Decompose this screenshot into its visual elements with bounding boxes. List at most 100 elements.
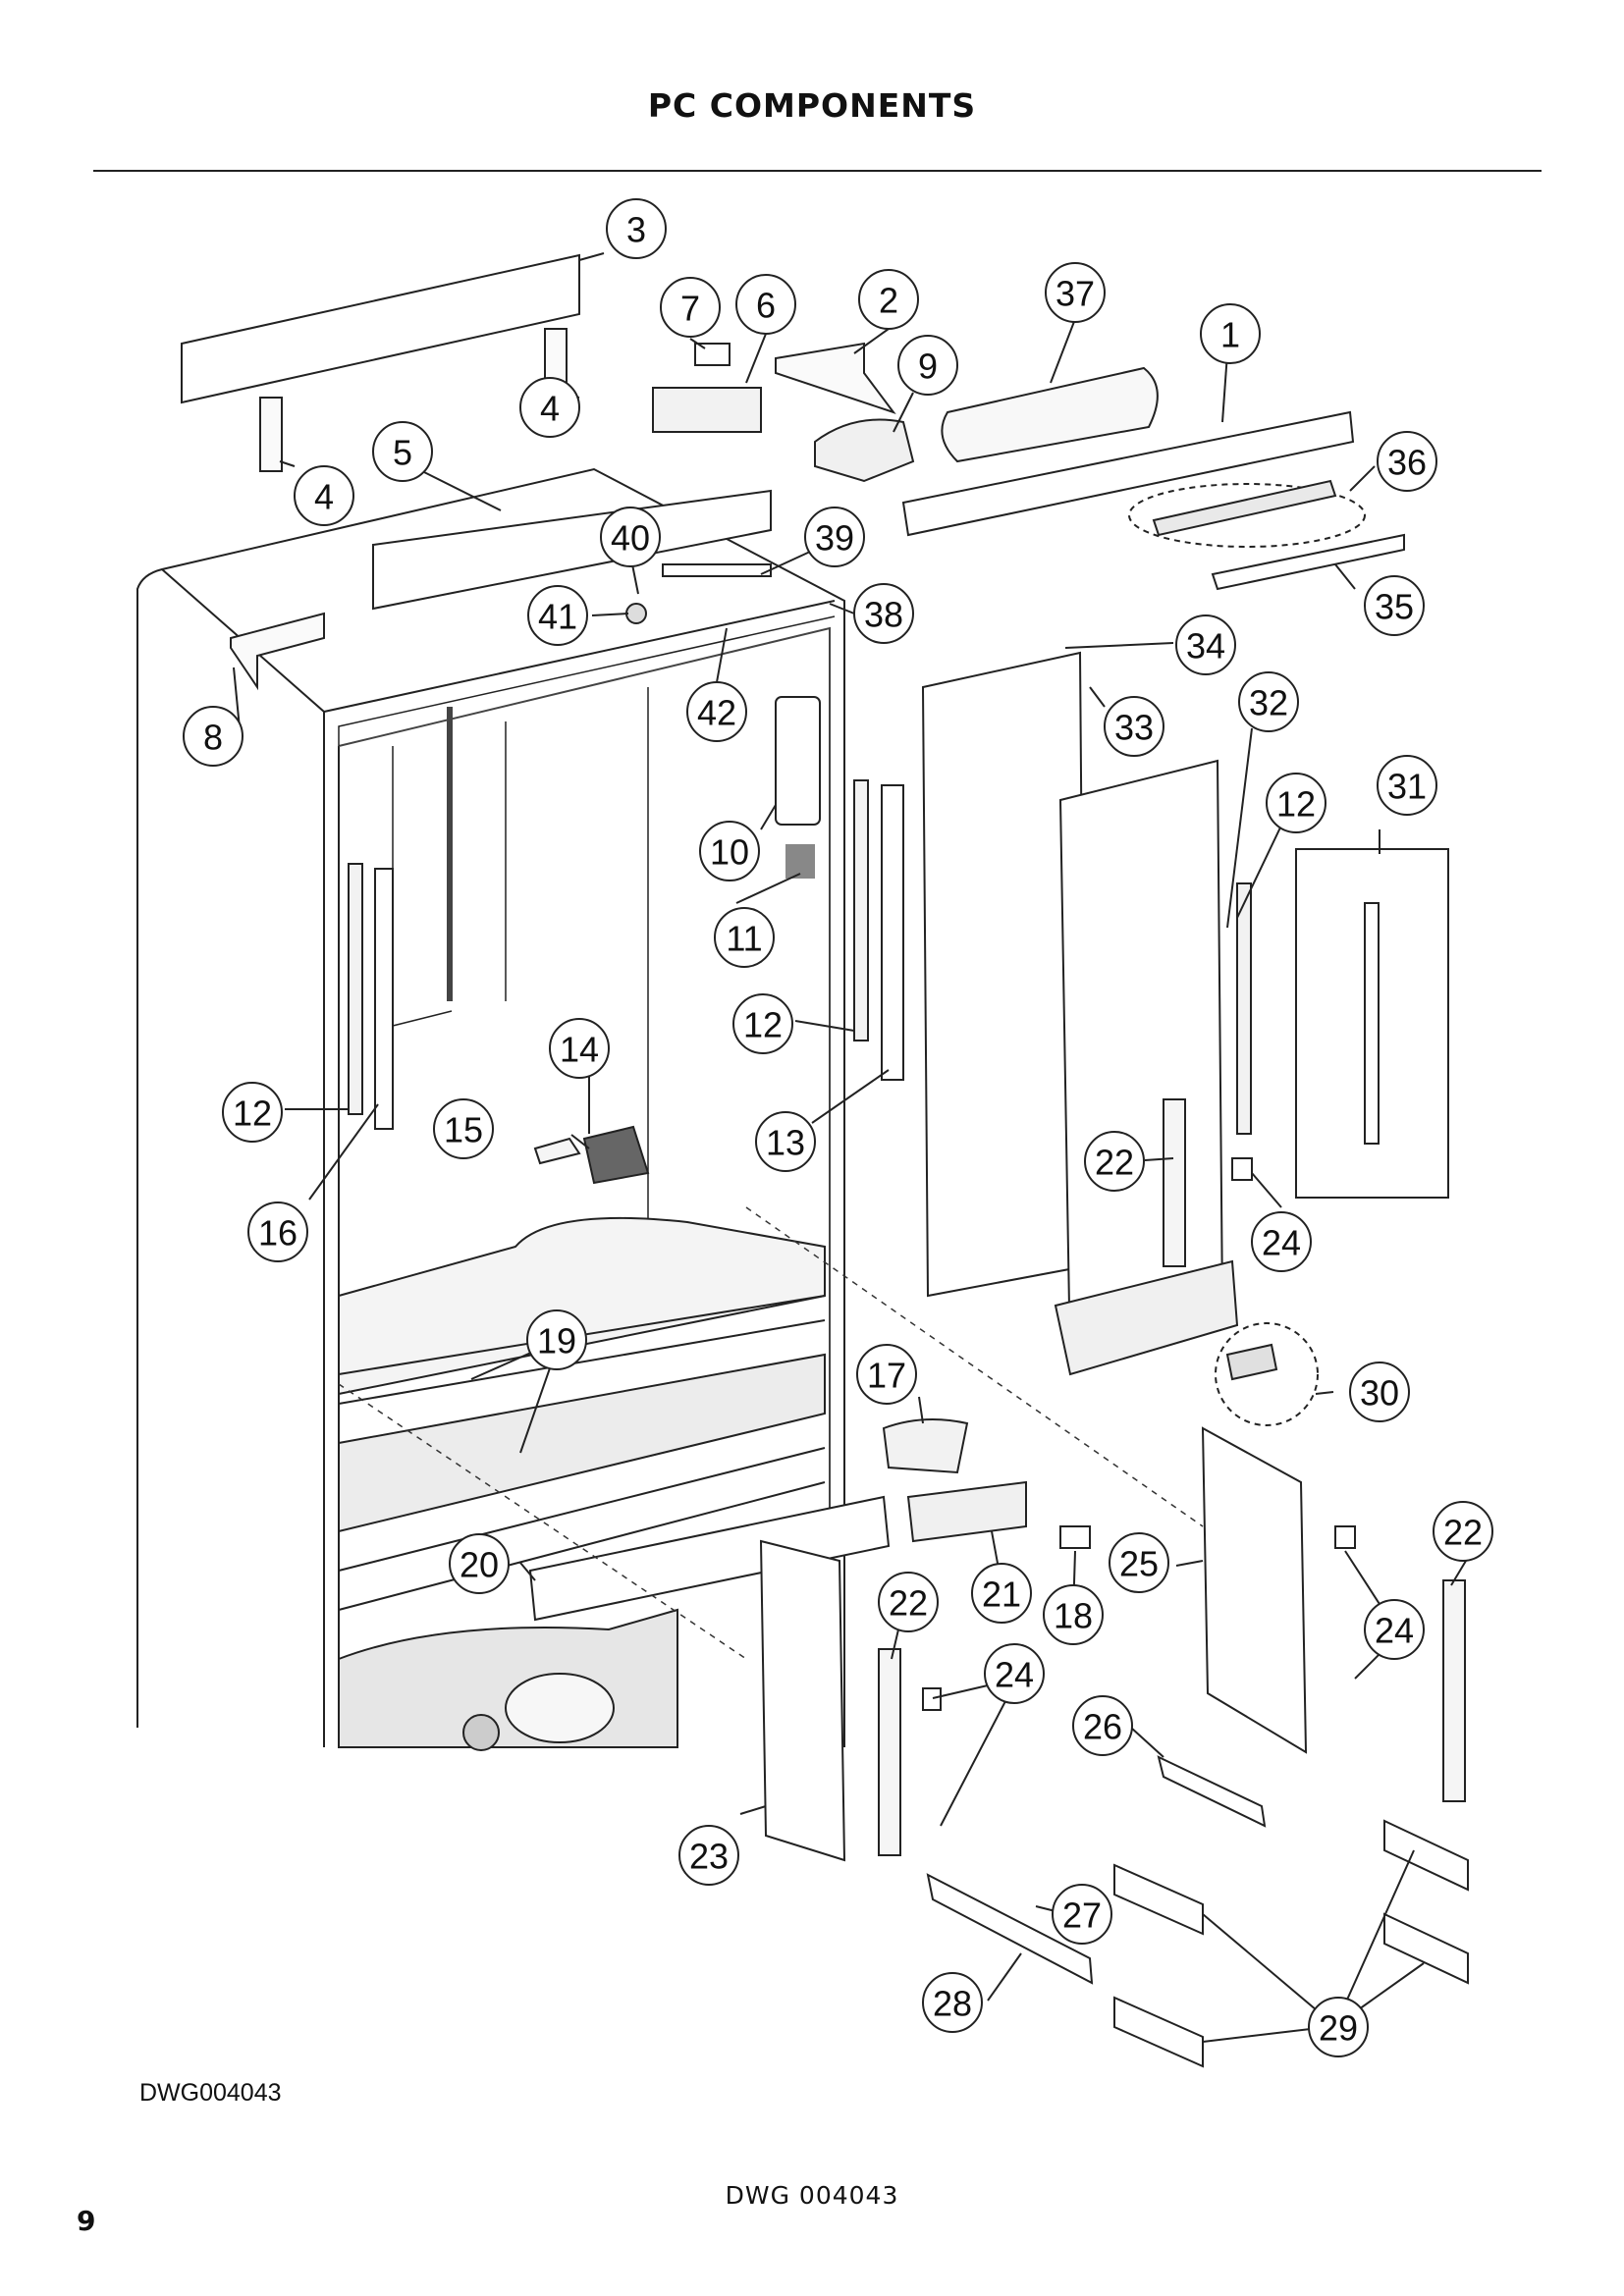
callout-circle bbox=[527, 585, 588, 646]
callout-label: 24 bbox=[1262, 1223, 1301, 1263]
callout-16: 16 bbox=[247, 1201, 308, 1262]
page-number: 9 bbox=[77, 2205, 96, 2237]
callout-label: 12 bbox=[1276, 784, 1316, 825]
callout-circle bbox=[222, 1082, 283, 1143]
callout-label: 2 bbox=[879, 281, 898, 321]
callout-label: 32 bbox=[1249, 683, 1288, 723]
part-25-panel bbox=[1201, 1426, 1308, 1754]
callout-13: 13 bbox=[755, 1111, 816, 1172]
callout-23: 23 bbox=[678, 1825, 739, 1886]
callout-circle bbox=[526, 1309, 587, 1370]
part-12-vent-left bbox=[348, 863, 363, 1115]
callout-20: 20 bbox=[449, 1533, 510, 1594]
callout-circle bbox=[1364, 1599, 1425, 1660]
callout-28: 28 bbox=[922, 1972, 983, 2033]
callout-circle bbox=[449, 1533, 510, 1594]
part-11-comb bbox=[785, 844, 815, 879]
callout-22c: 22 bbox=[878, 1572, 939, 1632]
callout-10: 10 bbox=[699, 821, 760, 881]
part-2-bracket bbox=[775, 342, 896, 414]
part-36-group bbox=[1128, 483, 1366, 548]
callout-30: 30 bbox=[1349, 1362, 1410, 1422]
callout-label: 10 bbox=[710, 832, 749, 873]
callout-label: 17 bbox=[867, 1356, 906, 1396]
callout-22b: 22 bbox=[1433, 1501, 1493, 1562]
callout-15: 15 bbox=[433, 1098, 494, 1159]
callout-circle bbox=[732, 993, 793, 1054]
part-22-bracket-c bbox=[1442, 1579, 1466, 1802]
callout-12b: 12 bbox=[732, 993, 793, 1054]
callout-circle bbox=[1433, 1501, 1493, 1562]
callout-circle bbox=[1349, 1362, 1410, 1422]
footer-drawing-number: DWG 004043 bbox=[725, 2181, 899, 2210]
callout-22a: 22 bbox=[1084, 1131, 1145, 1192]
part-21-duct bbox=[906, 1480, 1027, 1543]
callout-circle bbox=[660, 277, 721, 338]
callout-circle bbox=[984, 1643, 1045, 1704]
callout-circle bbox=[1175, 614, 1236, 675]
part-41-knob bbox=[625, 603, 647, 624]
callout-circle bbox=[686, 681, 747, 742]
callout-label: 15 bbox=[444, 1110, 483, 1150]
part-29-channel bbox=[1383, 1819, 1469, 1892]
part-22-bracket-b bbox=[878, 1648, 901, 1856]
callout-3: 3 bbox=[606, 198, 667, 259]
callout-circle bbox=[699, 821, 760, 881]
part-15-plate bbox=[533, 1137, 581, 1165]
callout-circle bbox=[755, 1111, 816, 1172]
callout-label: 16 bbox=[258, 1213, 298, 1254]
callout-17: 17 bbox=[856, 1344, 917, 1405]
callout-14: 14 bbox=[549, 1018, 610, 1079]
callout-label: 22 bbox=[1443, 1513, 1483, 1553]
part-24-clip-a bbox=[1231, 1157, 1253, 1181]
callout-circle bbox=[714, 907, 775, 968]
callout-label: 40 bbox=[611, 518, 650, 559]
callout-label: 22 bbox=[1095, 1143, 1134, 1183]
callout-circle bbox=[1364, 575, 1425, 636]
callout-label: 33 bbox=[1114, 708, 1154, 748]
callout-label: 18 bbox=[1054, 1596, 1093, 1636]
callout-circle bbox=[853, 583, 914, 644]
part-10-panel bbox=[775, 696, 821, 826]
callout-circle bbox=[519, 377, 580, 438]
callout-circle bbox=[922, 1972, 983, 2033]
callout-label: 25 bbox=[1119, 1544, 1159, 1584]
part-13-duct-center bbox=[881, 784, 904, 1081]
callout-39: 39 bbox=[804, 507, 865, 567]
callout-label: 12 bbox=[743, 1005, 783, 1045]
callout-circle bbox=[1052, 1884, 1112, 1945]
callout-circle bbox=[878, 1572, 939, 1632]
callout-4b: 4 bbox=[294, 465, 354, 526]
callout-circle bbox=[433, 1098, 494, 1159]
callout-18: 18 bbox=[1043, 1584, 1104, 1645]
callout-circle bbox=[1266, 773, 1326, 833]
callout-circle bbox=[1043, 1584, 1104, 1645]
callout-label: 7 bbox=[680, 289, 700, 329]
callout-label: 23 bbox=[689, 1837, 729, 1877]
callout-25: 25 bbox=[1109, 1532, 1169, 1593]
callout-33: 33 bbox=[1104, 696, 1164, 757]
callout-12a: 12 bbox=[1266, 773, 1326, 833]
part-14-grille bbox=[582, 1125, 650, 1185]
part-35-rail bbox=[1211, 533, 1405, 591]
callout-label: 19 bbox=[537, 1321, 576, 1362]
title-divider bbox=[93, 170, 1542, 172]
callout-37: 37 bbox=[1045, 262, 1106, 323]
callout-6: 6 bbox=[735, 274, 796, 335]
part-30-group bbox=[1215, 1322, 1319, 1426]
callout-label: 8 bbox=[203, 718, 223, 758]
callout-circle bbox=[1308, 1997, 1369, 2057]
part-23-panel bbox=[759, 1539, 846, 1862]
callout-circle bbox=[372, 421, 433, 482]
callout-label: 3 bbox=[626, 210, 646, 250]
callout-circle bbox=[1084, 1131, 1145, 1192]
callout-circle bbox=[678, 1825, 739, 1886]
callout-circle bbox=[1238, 671, 1299, 732]
part-1-top-rail bbox=[901, 410, 1355, 537]
page-title: PC COMPONENTS bbox=[647, 86, 977, 125]
callout-8: 8 bbox=[183, 706, 244, 767]
alignment-lines bbox=[338, 1206, 1204, 1660]
callout-1: 1 bbox=[1200, 303, 1261, 364]
